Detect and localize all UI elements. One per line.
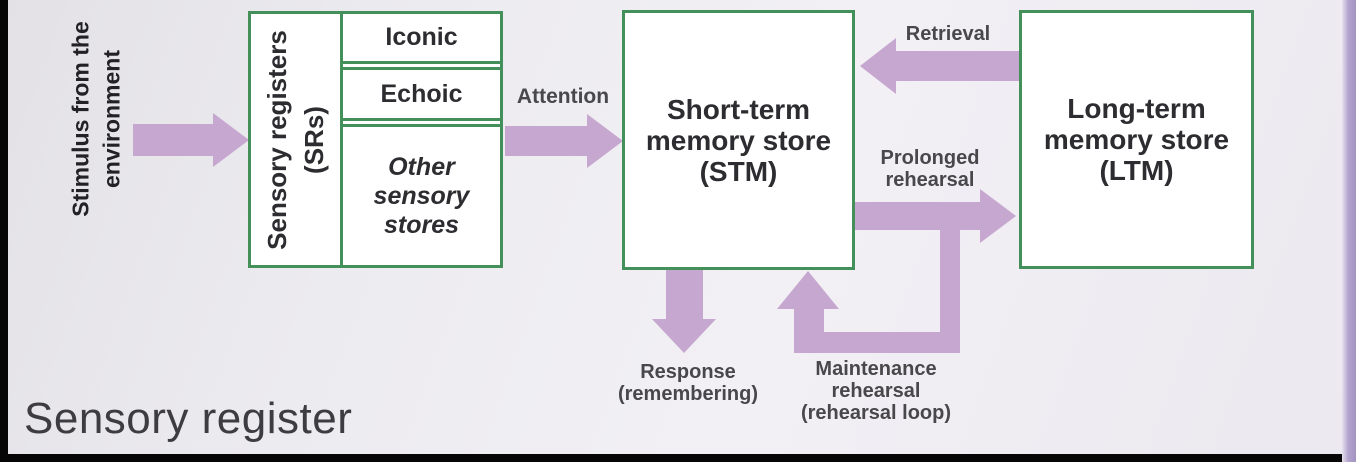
stimulus-line-2: environment (98, 49, 125, 189)
stm-line-2: memory store (645, 124, 832, 156)
sensory-registers-box: Sensory registers (SRs) Iconic Echoic Ot… (248, 11, 503, 268)
sensory-registers-cells: Iconic Echoic Other sensory stores (343, 14, 500, 265)
sr-title-line-2: (SRs) (298, 105, 329, 174)
echoic-store-cell: Echoic (343, 67, 500, 121)
response-arrow-head (652, 319, 716, 353)
sensory-registers-title: Sensory registers (SRs) (259, 14, 333, 265)
stimulus-line-1: Stimulus from the (67, 21, 94, 217)
maintenance-rehearsal-label: Maintenance rehearsal (rehearsal loop) (776, 358, 976, 424)
response-arrow-shaft (666, 270, 703, 320)
attention-arrow-head (587, 114, 623, 168)
attention-arrow-shaft (505, 126, 589, 156)
left-edge-bar (0, 0, 8, 462)
other-sensory-stores-cell: Other sensory stores (343, 124, 500, 265)
retrieval-label: Retrieval (905, 23, 991, 45)
attention-label: Attention (516, 85, 610, 108)
response-label-line-1: Response (640, 361, 736, 383)
ltm-line-3: (LTM) (1099, 155, 1174, 186)
stimulus-arrow-shaft (133, 124, 214, 156)
bottom-edge-bar (0, 454, 1343, 462)
right-accent-band (1342, 0, 1356, 462)
retrieval-arrow-shaft (895, 51, 1019, 81)
loop-up-arrow-head (777, 271, 839, 309)
ltm-line-2: memory store (1043, 124, 1230, 155)
response-label-line-2: (remembering) (617, 383, 759, 405)
maintenance-label-line-3: (rehearsal loop) (800, 402, 952, 424)
stimulus-label: Stimulus from the environment (66, 4, 128, 235)
loop-down-bar (940, 229, 960, 353)
prolonged-arrow-head (980, 189, 1016, 243)
prolonged-arrow-shaft (855, 202, 981, 230)
loop-up-shaft (794, 308, 824, 353)
iconic-store-cell: Iconic (343, 14, 500, 64)
sensory-registers-title-column: Sensory registers (SRs) (251, 14, 343, 265)
maintenance-label-line-2: rehearsal (831, 380, 921, 402)
loop-bottom-bar (794, 332, 960, 353)
response-label: Response (remembering) (599, 361, 777, 405)
prolonged-rehearsal-label: Prolonged rehearsal (855, 147, 1005, 191)
prolonged-label-line-2: rehearsal (885, 169, 975, 191)
stm-line-1: Short-term (666, 93, 811, 125)
short-term-memory-box: Short-term memory store (STM) (622, 10, 855, 270)
ltm-line-1: Long-term (1067, 93, 1206, 124)
sr-title-line-1: Sensory registers (261, 29, 292, 250)
retrieval-arrow-head (860, 38, 896, 94)
slide-caption: Sensory register (24, 394, 353, 443)
prolonged-label-line-1: Prolonged (880, 147, 980, 169)
stimulus-arrow-head (213, 113, 249, 167)
stm-line-3: (STM) (699, 155, 778, 187)
maintenance-label-line-1: Maintenance (815, 358, 937, 380)
long-term-memory-box: Long-term memory store (LTM) (1019, 10, 1254, 269)
